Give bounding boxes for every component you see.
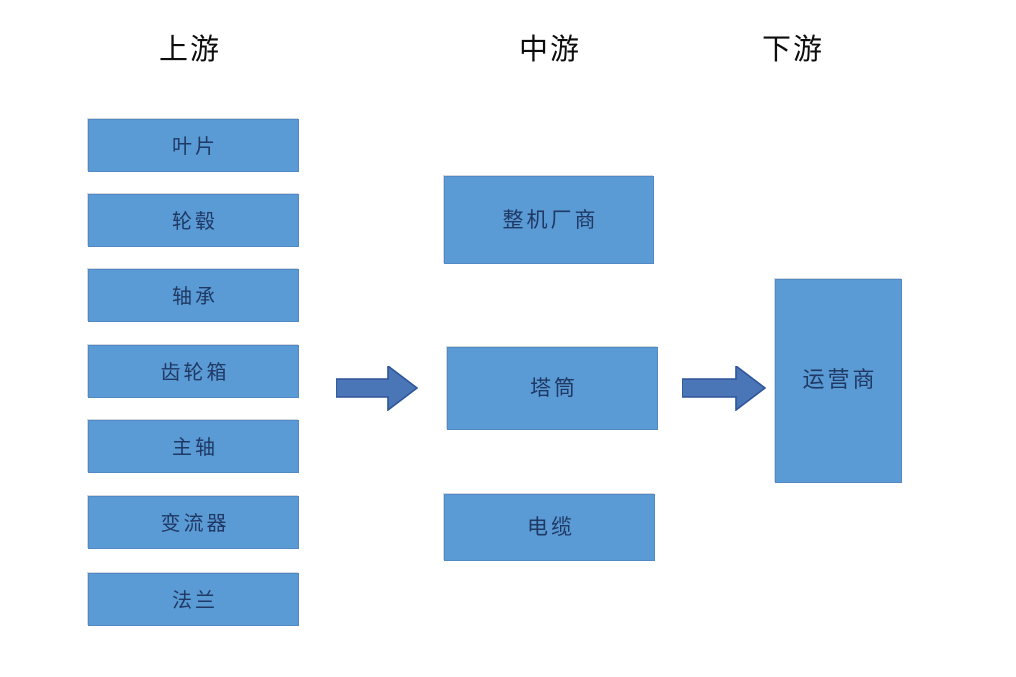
arrow-midstream-to-downstream xyxy=(682,366,766,411)
node-midstream-tower[interactable]: 塔筒 xyxy=(447,347,658,430)
node-upstream-main-shaft[interactable]: 主轴 xyxy=(88,420,299,473)
node-upstream-flange[interactable]: 法兰 xyxy=(88,573,299,626)
node-label: 轮毂 xyxy=(172,208,218,233)
node-label: 运营商 xyxy=(802,368,878,393)
node-upstream-bearing[interactable]: 轴承 xyxy=(88,269,299,322)
node-label: 电缆 xyxy=(527,515,575,539)
node-label: 塔筒 xyxy=(530,376,578,400)
column-header-downstream: 下游 xyxy=(761,32,825,66)
node-midstream-cable[interactable]: 电缆 xyxy=(444,494,655,561)
node-downstream-operator[interactable]: 运营商 xyxy=(775,279,902,483)
column-header-midstream: 中游 xyxy=(518,32,582,66)
node-upstream-gearbox[interactable]: 齿轮箱 xyxy=(88,345,299,398)
node-upstream-hub[interactable]: 轮毂 xyxy=(88,194,299,247)
node-upstream-converter[interactable]: 变流器 xyxy=(88,496,299,549)
node-upstream-blade[interactable]: 叶片 xyxy=(88,119,299,172)
node-label: 法兰 xyxy=(172,587,218,612)
node-label: 主轴 xyxy=(172,434,218,459)
node-label: 变流器 xyxy=(160,510,230,535)
node-label: 齿轮箱 xyxy=(160,359,230,384)
column-header-upstream: 上游 xyxy=(158,32,222,66)
node-midstream-turbine-manufacturer[interactable]: 整机厂商 xyxy=(444,176,654,264)
node-label: 整机厂商 xyxy=(502,207,599,232)
node-label: 叶片 xyxy=(172,133,218,158)
node-label: 轴承 xyxy=(172,283,218,308)
arrow-upstream-to-midstream xyxy=(336,366,418,411)
